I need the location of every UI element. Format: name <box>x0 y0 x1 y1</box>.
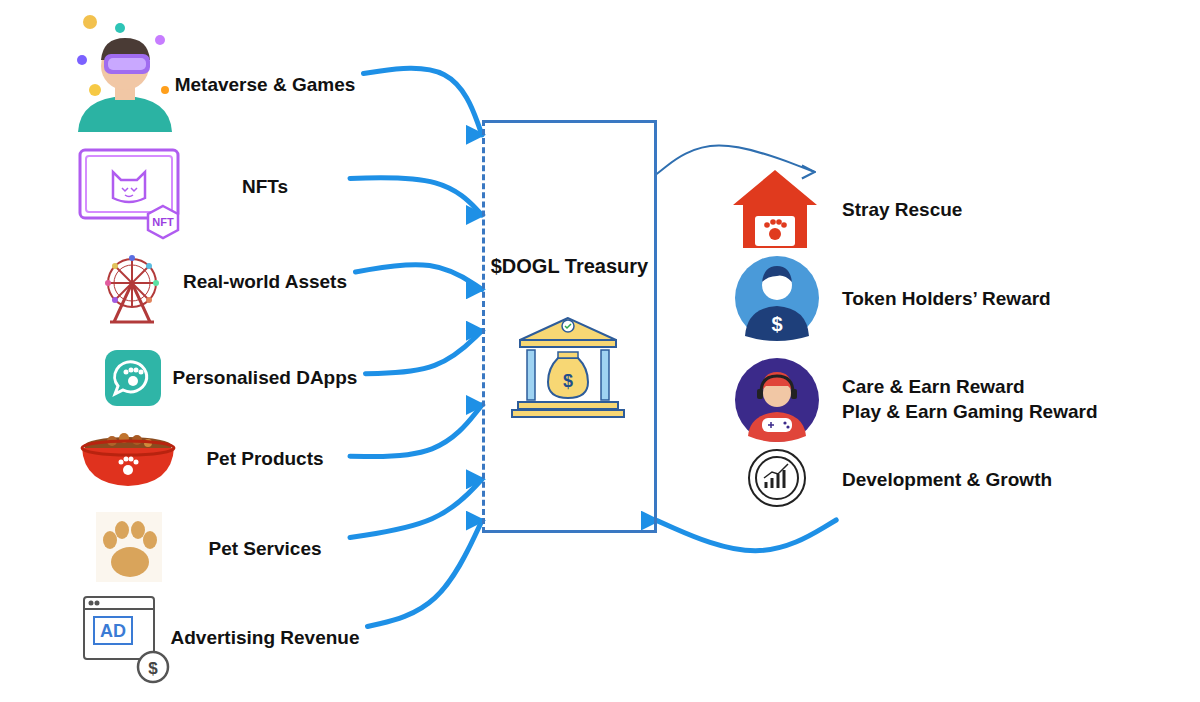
bank-icon <box>512 318 624 417</box>
flow-arrow <box>364 68 483 135</box>
source-item: NFTs <box>180 173 350 202</box>
outcome-item: Token Holders’ Reward <box>733 256 1163 342</box>
shelter-icon <box>733 170 817 248</box>
node-label: Advertising Revenue <box>169 626 362 651</box>
outcome-item: Stray Rescue <box>733 172 1163 248</box>
node-label: Pet Services <box>186 537 344 562</box>
node-label: Stray Rescue <box>842 198 1163 223</box>
node-label: NFTs <box>186 175 344 200</box>
paw-icon <box>96 512 162 582</box>
currency-sign: $ <box>771 314 782 334</box>
gear-icon <box>749 450 805 506</box>
flow-arrow <box>350 178 482 215</box>
currency-sign: $ <box>563 372 573 390</box>
currency-sign: $ <box>148 660 157 677</box>
flow-arrow <box>657 146 815 174</box>
node-label: Token Holders’ Reward <box>842 287 1163 312</box>
treasury-box: $DOGL Treasury <box>482 120 657 533</box>
ferris-wheel-icon <box>105 255 159 322</box>
pet-bowl-icon <box>82 433 174 486</box>
gamer-icon <box>735 358 819 442</box>
advert-icon <box>84 597 168 682</box>
node-label: Development & Growth <box>842 468 1163 493</box>
node-label: Real-world Assets <box>181 270 350 295</box>
node-label: Metaverse & Games <box>173 73 358 98</box>
node-label: Play & Earn Gaming Reward <box>842 400 1163 425</box>
source-item: Personalised DApps <box>165 364 366 393</box>
source-item: Pet Products <box>180 445 350 474</box>
flow-arrow <box>368 521 483 627</box>
node-label: Pet Products <box>186 447 344 472</box>
flow-arrow <box>356 265 483 290</box>
flow-arrow <box>366 331 483 374</box>
source-item: Pet Services <box>180 535 350 564</box>
source-item: Advertising Revenue <box>163 624 368 653</box>
ad-badge-text: AD <box>100 622 126 640</box>
node-label: Personalised DApps <box>171 366 360 391</box>
nft-frame-icon <box>80 150 178 238</box>
outcome-item: Care & Earn RewardPlay & Earn Gaming Rew… <box>733 356 1163 444</box>
flow-arrow <box>657 520 836 551</box>
flow-arrow <box>350 405 482 457</box>
vr-person-icon <box>77 15 172 132</box>
node-label: Care & Earn Reward <box>842 375 1163 400</box>
token-holder-icon <box>735 256 819 341</box>
node-label: $DOGL Treasury <box>485 253 654 279</box>
flow-arrow <box>350 479 482 537</box>
outcome-item: Development & Growth <box>733 440 1163 520</box>
nft-badge-text: NFT <box>152 217 173 228</box>
source-item: Real-world Assets <box>175 268 356 297</box>
source-item: Metaverse & Games <box>167 71 364 100</box>
dapp-icon <box>105 350 161 406</box>
